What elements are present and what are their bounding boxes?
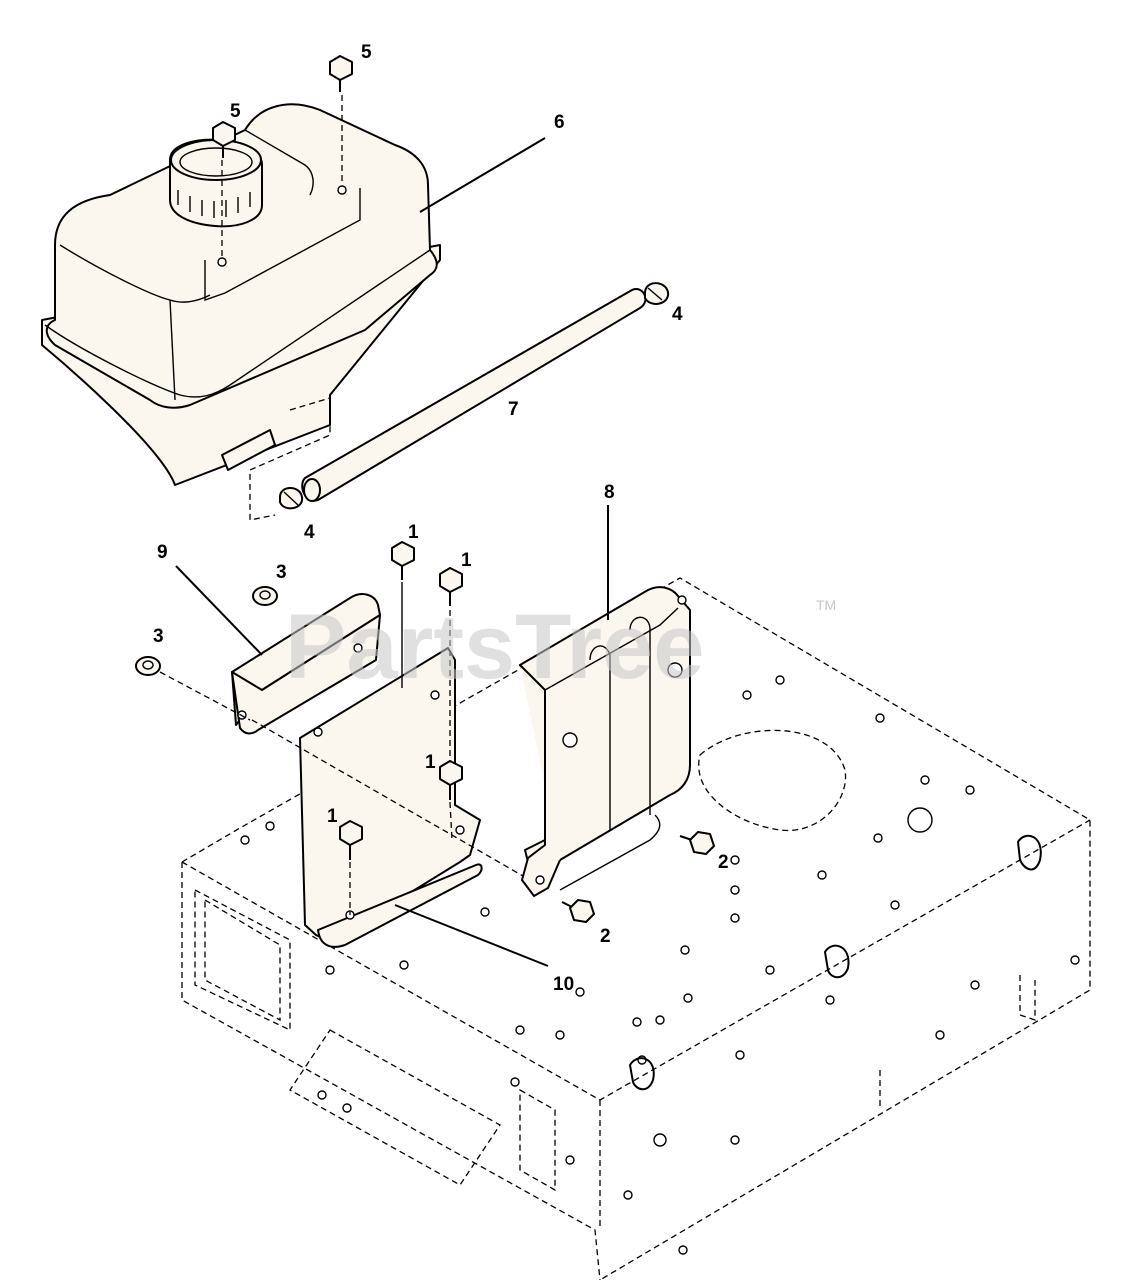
fuel-tank-cover xyxy=(519,505,691,897)
nut-3-lower xyxy=(135,656,251,721)
callout-10: 10 xyxy=(553,974,574,995)
watermark-trademark: TM xyxy=(816,597,836,613)
bolt-1-middle xyxy=(439,760,463,841)
leader-6 xyxy=(419,137,546,213)
callout-2: 2 xyxy=(718,852,729,873)
fuel-tank xyxy=(41,103,441,521)
bolt-1-right xyxy=(439,567,463,765)
nut-3-upper xyxy=(252,586,278,606)
callout-2: 2 xyxy=(600,926,611,947)
callout-3: 3 xyxy=(276,562,287,583)
callout-9: 9 xyxy=(157,542,168,563)
callout-5: 5 xyxy=(361,42,372,63)
fuel-line xyxy=(301,288,647,502)
callout-6: 6 xyxy=(554,112,565,133)
screw-5-left xyxy=(212,121,236,258)
watermark-text: PartsTree xyxy=(285,596,704,698)
callout-4: 4 xyxy=(672,304,683,325)
screw-5-right xyxy=(329,55,353,185)
callout-3: 3 xyxy=(153,626,164,647)
bolt-1-top xyxy=(391,541,415,688)
fuel-tank-bracket xyxy=(175,565,381,735)
callout-7: 7 xyxy=(508,399,519,420)
callouts: 1 1 1 1 2 2 3 3 4 4 5 5 6 7 8 9 10 xyxy=(153,42,729,995)
mount-plate xyxy=(251,647,549,967)
bolt-2-left xyxy=(561,899,595,923)
callout-5: 5 xyxy=(230,101,241,122)
hose-clamp-lower xyxy=(279,487,304,510)
callout-4: 4 xyxy=(304,522,315,543)
callout-1: 1 xyxy=(461,550,472,571)
callout-1: 1 xyxy=(408,522,419,543)
callout-8: 8 xyxy=(604,482,615,503)
hose-clamp-upper xyxy=(644,282,670,305)
watermark: PartsTree TM xyxy=(285,596,836,698)
bolt-2-right xyxy=(679,831,715,855)
callout-1: 1 xyxy=(327,806,338,827)
bolt-1-left xyxy=(339,820,363,915)
callout-1: 1 xyxy=(425,752,436,773)
engine-deck xyxy=(181,577,1091,1280)
